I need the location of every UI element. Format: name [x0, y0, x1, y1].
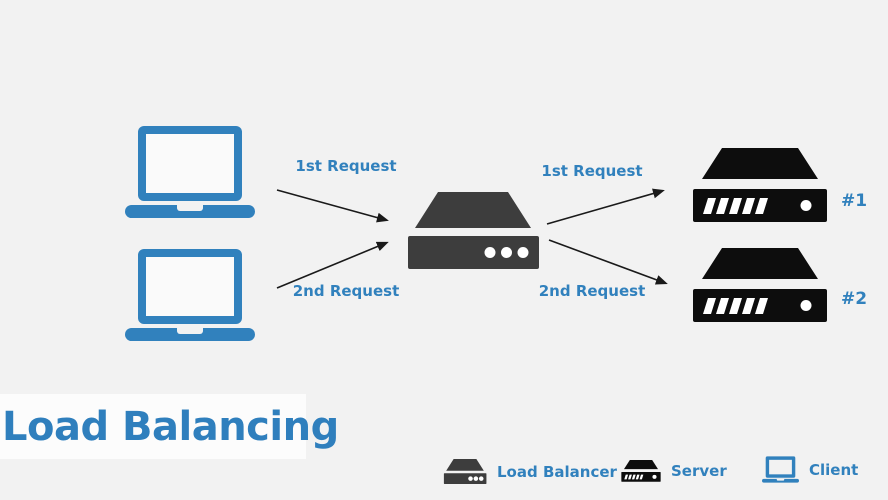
title-box: Load Balancing: [0, 394, 339, 459]
server-2-number: #2: [841, 289, 868, 309]
server-2-icon: [693, 248, 827, 323]
legend-item-client: Client: [762, 456, 858, 483]
server-1-number: #1: [841, 191, 868, 211]
load-balancer-icon: [443, 459, 487, 484]
legend-item-load-balancer: Load Balancer: [443, 459, 617, 484]
legend-label: Server: [671, 462, 727, 480]
laptop-icon: [125, 249, 255, 341]
legend-item-server: Server: [621, 460, 727, 482]
legend-label: Client: [809, 460, 859, 479]
load-balancer-icon: [406, 192, 540, 269]
client-1-icon: [125, 126, 255, 218]
arrow-lb-to-server2: [548, 239, 668, 285]
client-2-icon: [125, 249, 255, 341]
arrow-lb-to-server1: [546, 188, 665, 225]
client-icon: [762, 456, 799, 483]
label-first-request-right: 1st Request: [541, 162, 643, 180]
label-second-request-right: 2nd Request: [538, 282, 646, 300]
page-title: Load Balancing: [2, 403, 339, 450]
label-second-request-left: 2nd Request: [292, 282, 400, 300]
legend-label: Load Balancer: [497, 462, 617, 481]
server-1-icon: [693, 148, 827, 223]
server-icon: [621, 460, 661, 482]
label-first-request-left: 1st Request: [295, 157, 397, 175]
laptop-icon: [125, 126, 255, 218]
arrow-client1-to-lb: [276, 189, 389, 223]
